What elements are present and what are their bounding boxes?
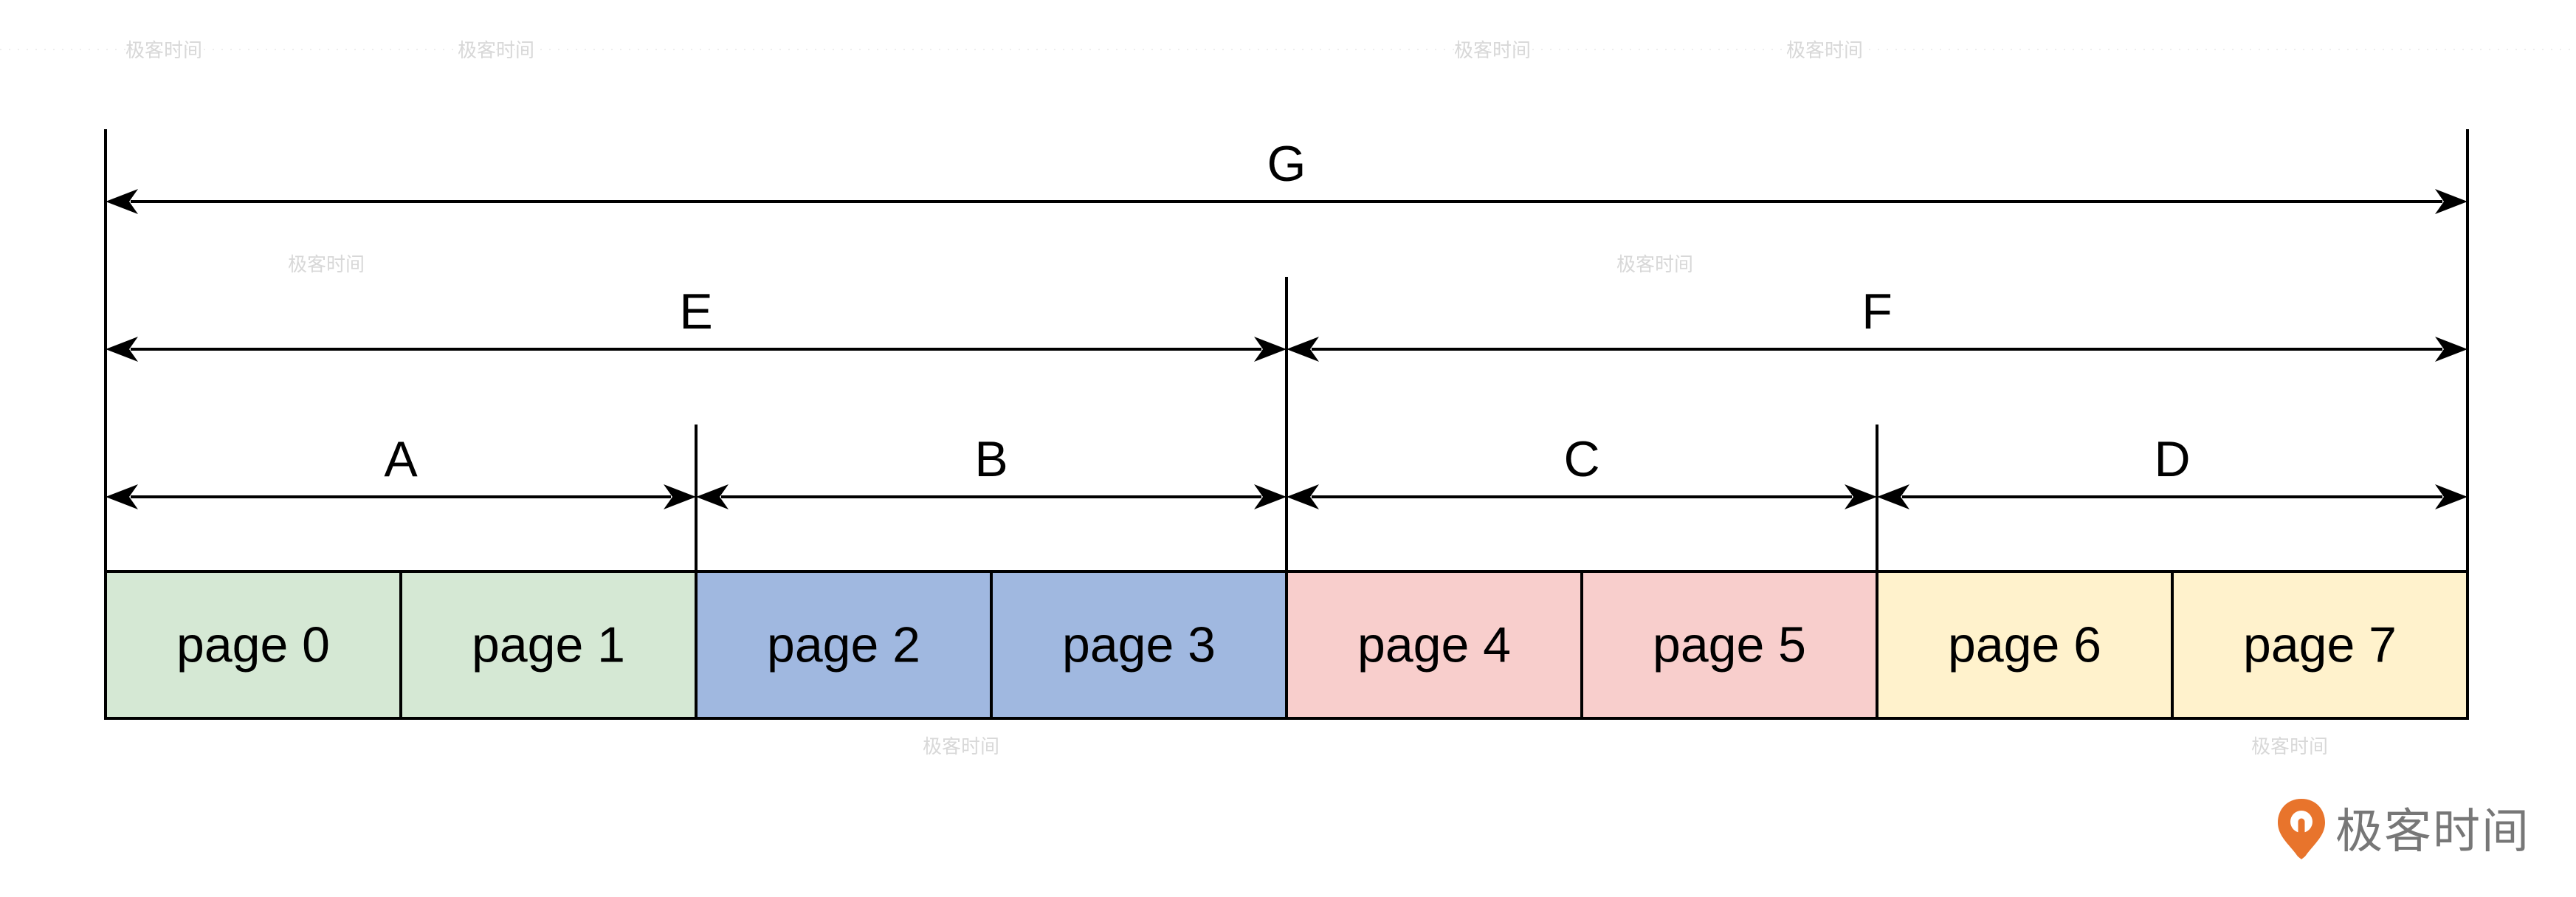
page-label: page 7 bbox=[2243, 617, 2397, 673]
page-label: page 2 bbox=[767, 617, 920, 673]
arrowhead-left bbox=[1877, 484, 1909, 509]
span-label: F bbox=[1862, 283, 1893, 340]
geektime-logo-icon bbox=[2278, 799, 2325, 859]
page-label: page 0 bbox=[176, 617, 330, 673]
watermark-text: 极客时间 bbox=[288, 254, 365, 276]
arrowhead-left bbox=[1287, 337, 1319, 362]
arrowhead-right bbox=[2435, 189, 2467, 214]
span-g: G bbox=[106, 136, 2467, 214]
page-cell bbox=[104, 570, 402, 720]
logo-text: 极客时间 bbox=[2335, 805, 2530, 859]
arrowhead-right bbox=[664, 484, 696, 509]
span-label: A bbox=[384, 431, 418, 487]
watermark-text: 极客时间 bbox=[125, 40, 202, 62]
span-e: E bbox=[106, 283, 1287, 362]
span-b: B bbox=[696, 431, 1287, 509]
span-layer: G E F A B C D bbox=[104, 129, 2469, 571]
page-label: page 6 bbox=[1948, 617, 2101, 673]
watermark-text: 极客时间 bbox=[458, 40, 534, 62]
arrowhead-left bbox=[106, 337, 138, 362]
watermark-text: 极客时间 bbox=[1786, 40, 1863, 62]
span-a: A bbox=[106, 431, 696, 509]
page-cell bbox=[695, 570, 993, 720]
arrowhead-right bbox=[1254, 484, 1287, 509]
arrowhead-left bbox=[696, 484, 729, 509]
watermark-text: 极客时间 bbox=[1454, 40, 1531, 62]
span-label: D bbox=[2154, 431, 2190, 487]
watermark-text: 极客时间 bbox=[923, 736, 999, 758]
page-cell bbox=[2171, 570, 2469, 720]
page-label: page 4 bbox=[1357, 617, 1511, 673]
arrowhead-left bbox=[106, 484, 138, 509]
watermark-layer: 极客时间极客时间极客时间极客时间极客时间极客时间极客时间极客时间 bbox=[0, 40, 2576, 758]
span-f: F bbox=[1287, 283, 2467, 362]
page-label: page 1 bbox=[472, 617, 625, 673]
arrowhead-right bbox=[1254, 337, 1287, 362]
arrowhead-right bbox=[1845, 484, 1877, 509]
span-label: G bbox=[1267, 136, 1306, 192]
page-cell bbox=[1580, 570, 1878, 720]
page-cell bbox=[990, 570, 1288, 720]
arrowhead-right bbox=[2435, 484, 2467, 509]
page-cell bbox=[399, 570, 698, 720]
span-c: C bbox=[1287, 431, 1877, 509]
arrowhead-left bbox=[1287, 484, 1319, 509]
arrowhead-right bbox=[2435, 337, 2467, 362]
watermark-text: 极客时间 bbox=[1616, 254, 1693, 276]
span-d: D bbox=[1877, 431, 2467, 509]
page-row: page 0 page 1 page 2 page 3 page 4 page 5 page… bbox=[104, 570, 2469, 720]
page-cell bbox=[1876, 570, 2174, 720]
arrowhead-left bbox=[106, 189, 138, 214]
geektime-logo: 极客时间 bbox=[2275, 794, 2530, 862]
page-label: page 3 bbox=[1062, 617, 1216, 673]
page-label: page 5 bbox=[1653, 617, 1806, 673]
span-label: C bbox=[1563, 431, 1599, 487]
span-label: E bbox=[679, 283, 712, 340]
watermark-text: 极客时间 bbox=[2251, 736, 2328, 758]
span-label: B bbox=[974, 431, 1008, 487]
